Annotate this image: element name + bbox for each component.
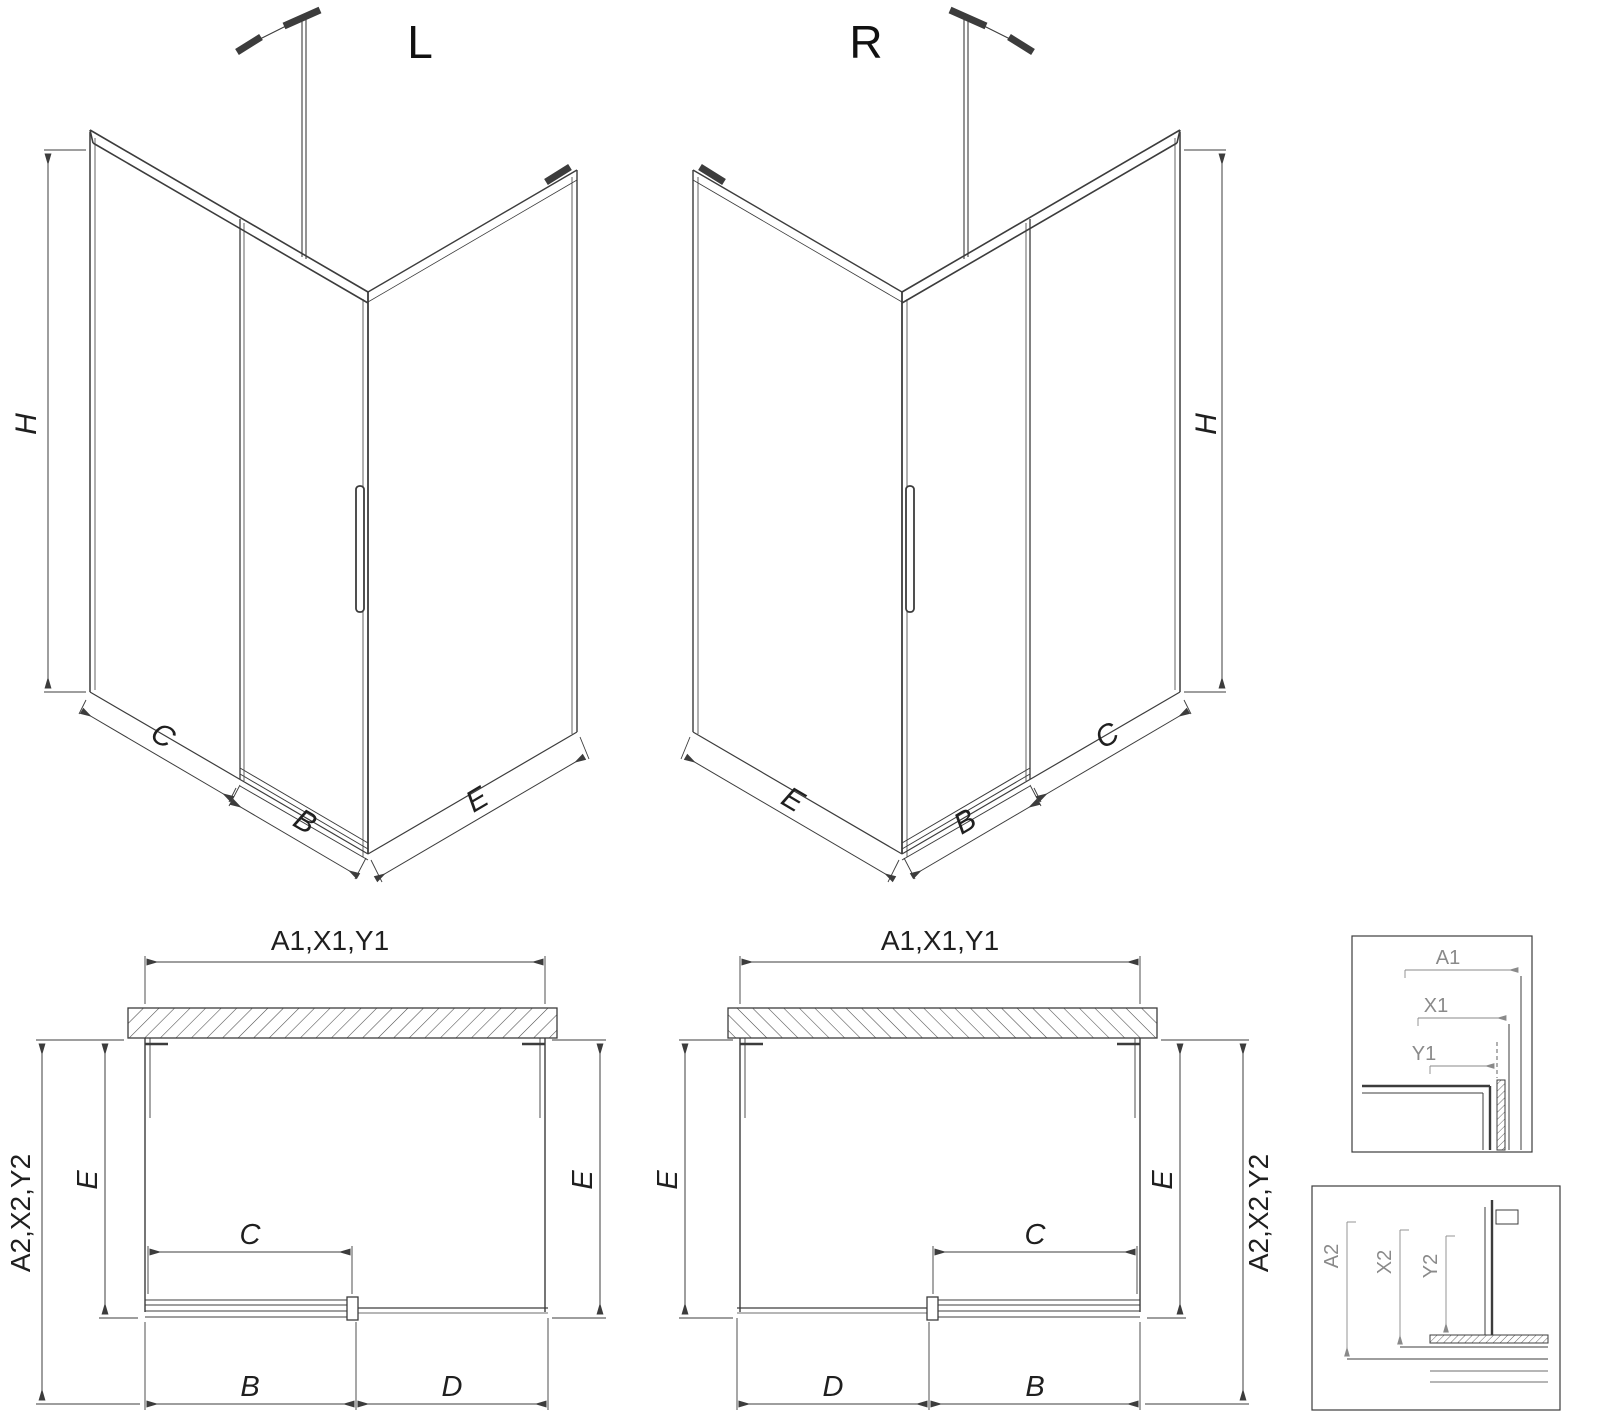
plan-right-dim-e-right: E xyxy=(1147,1170,1179,1190)
iso-right-dim-h: H xyxy=(1190,413,1223,435)
plan-right-dim-e-left: E xyxy=(652,1170,684,1190)
detail-top-label-x1: X1 xyxy=(1424,995,1448,1017)
detail-top-label-a1: A1 xyxy=(1436,947,1460,969)
iso-right-title: R xyxy=(849,16,882,68)
iso-right-dim-e: E xyxy=(776,781,811,820)
iso-left-dim-e: E xyxy=(460,780,495,819)
plan-right-dim-c: C xyxy=(1025,1219,1047,1251)
plan-left-dim-e-left: E xyxy=(72,1170,104,1190)
iso-left-dim-c: C xyxy=(145,716,181,756)
iso-left-linework xyxy=(44,6,590,883)
detail-bottom-label-y2: Y2 xyxy=(1420,1254,1442,1278)
plan-left-linework xyxy=(36,956,606,1410)
detail-bottom-label-x2: X2 xyxy=(1374,1250,1396,1274)
plan-left-dim-e-right: E xyxy=(567,1170,599,1190)
iso-left-dim-h: H xyxy=(10,413,43,435)
plan-right-dim-d: D xyxy=(823,1371,844,1403)
plan-left-dim-b: B xyxy=(240,1371,259,1403)
wall-section-hatched xyxy=(127,1007,558,1039)
plan-right-dim-depth: A2,X2,Y2 xyxy=(1243,1154,1274,1272)
plan-left-dim-c: C xyxy=(240,1219,262,1251)
plan-right-dim-b: B xyxy=(1025,1371,1044,1403)
iso-right-dim-b: B xyxy=(948,803,982,842)
iso-right-linework xyxy=(681,10,1226,882)
plan-left-dim-width: A1,X1,Y1 xyxy=(271,925,389,956)
detail-bottom-view xyxy=(1311,1185,1561,1411)
glass-section-hatched xyxy=(1429,1334,1549,1344)
detail-bottom-frame xyxy=(1311,1185,1561,1411)
detail-top-label-y1: Y1 xyxy=(1412,1043,1436,1065)
door-handle xyxy=(355,485,365,613)
glass-section-hatched xyxy=(1496,1079,1506,1151)
iso-left-title: L xyxy=(407,16,433,68)
iso-right-dim-c: C xyxy=(1089,716,1125,756)
plan-right-dim-width: A1,X1,Y1 xyxy=(881,925,999,956)
plan-left-dim-d: D xyxy=(442,1371,463,1403)
iso-left-dim-b: B xyxy=(288,803,322,842)
detail-bottom-label-a2: A2 xyxy=(1321,1244,1343,1268)
plan-left-dim-depth: A2,X2,Y2 xyxy=(5,1154,36,1272)
detail-top-view xyxy=(1351,935,1533,1153)
